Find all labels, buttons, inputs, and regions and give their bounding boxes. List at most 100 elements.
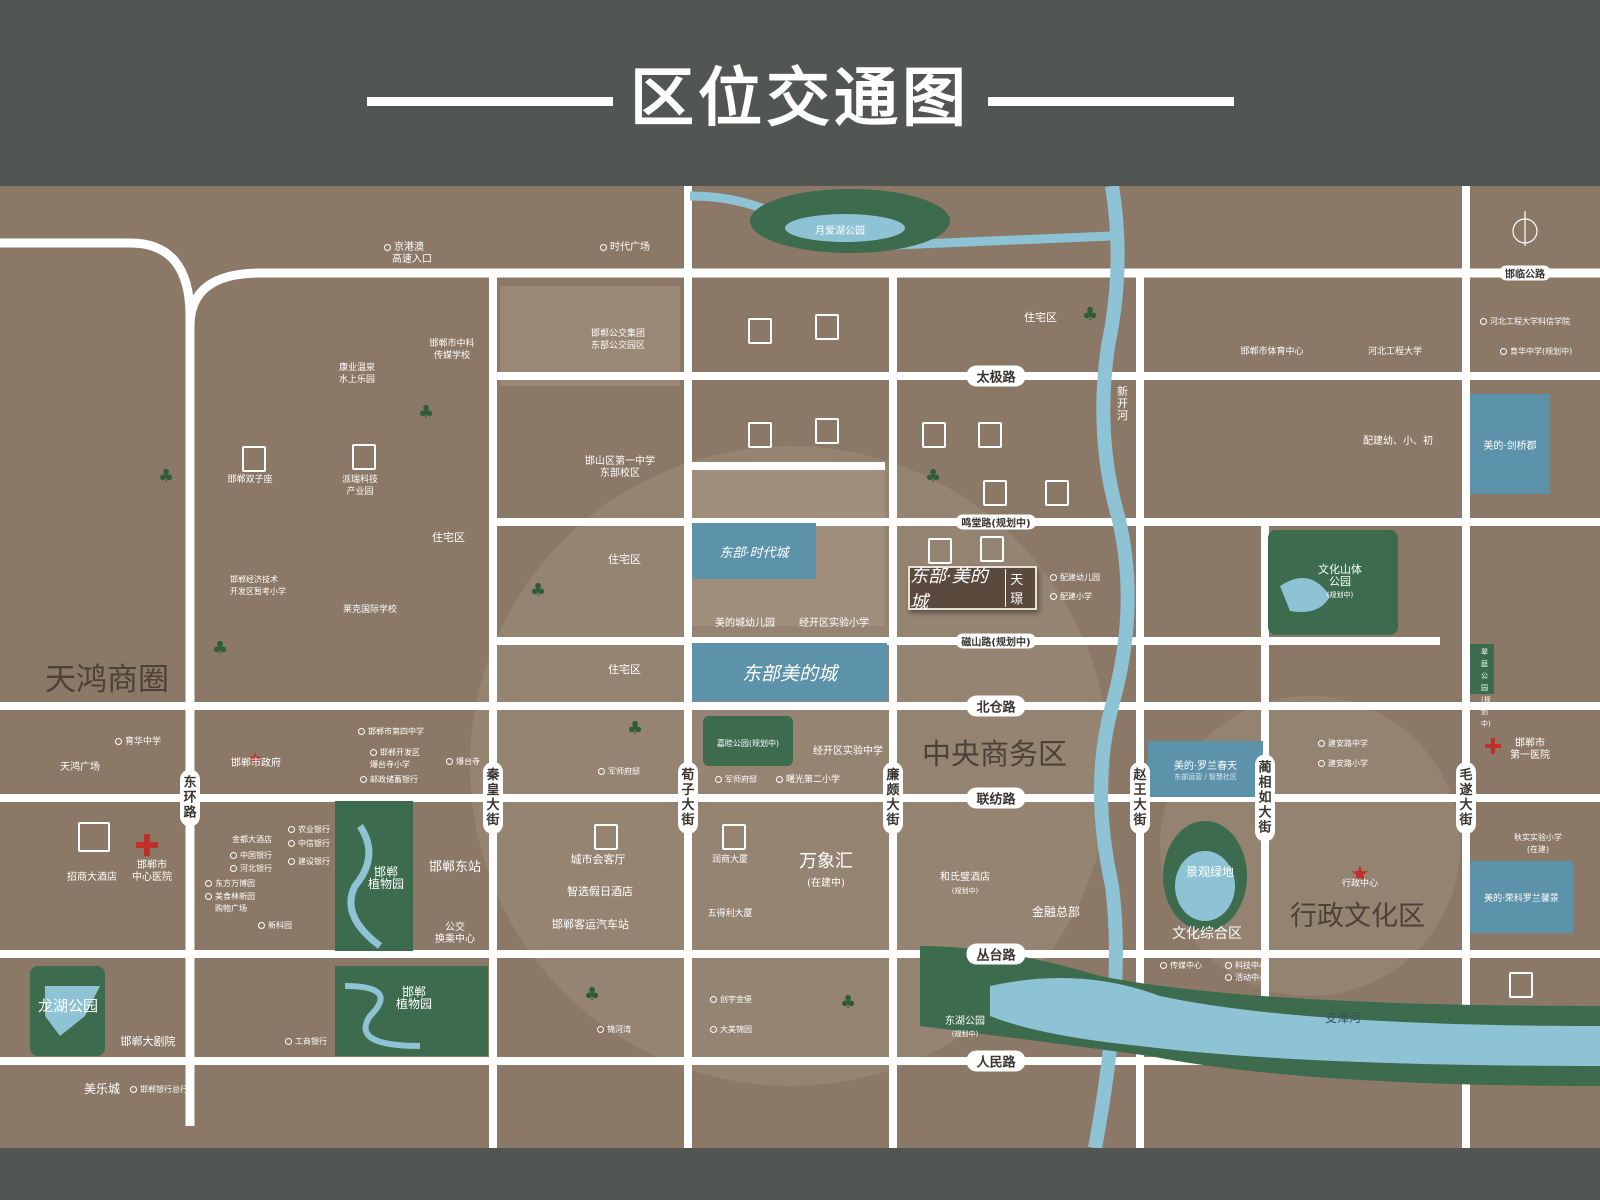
tree-icon: ♣ [1082,304,1099,325]
location-map[interactable]: ★ ★ 天鸿商圈 中央商务区 行政文化区 文化综合区 东部·时代城 东部美的城 … [0,186,1600,1148]
road-lianpo: 廉颇大街 [883,762,903,834]
shidai-box[interactable]: 东部·时代城 [692,523,816,579]
poi-first-hosp: 邯郸市第一医院 [1510,738,1550,761]
building-icon [922,422,946,448]
rongke-box[interactable]: 美的·荣科罗兰馨景 [1470,861,1573,933]
poi-kaifa-zone: 邯郸开发区爆台寺小学 [370,748,420,769]
midea-city-box[interactable]: 东部美的城 [692,643,887,701]
poi-junshi: 军师府邸 [598,766,640,778]
district-admin: 行政文化区 [1290,901,1425,932]
poi-yuecai-park: 月爱湖公园 [815,226,865,237]
building-icon [748,422,772,448]
road-donghuan: 东环路 [180,769,200,827]
tianjing-project-badge[interactable]: 东部·美的城 天璟 [908,566,1037,613]
poi-media-center: 传媒中心 [1160,960,1202,972]
luolan-box[interactable]: 美的·罗兰春天 东部运营 / 智慧社区 [1148,741,1263,797]
zhizhang-river [990,978,1600,1066]
poi-baotai: 爆台寺 [446,756,480,768]
tree-icon: ♣ [158,466,175,487]
tree-icon: ♣ [530,580,547,601]
building-icon [1045,480,1069,506]
poi-zhuzhai-2: 住宅区 [1024,311,1057,324]
poi-yuhua-ms: 育华中学 [115,736,161,748]
poi-gov: 邯郸市政府 [231,758,281,769]
poi-meishi: 美食林新园购物广场 [205,891,255,915]
poi-postal: 邮政储蓄银行 [360,774,418,786]
poi-jiananlu-ps: 建安路小学 [1318,758,1368,770]
road-qinhuang: 秦皇大街 [483,762,503,834]
footer [0,1148,1600,1200]
poi-gym: 邯郸市体育中心 [1240,347,1304,357]
tree-icon: ♣ [627,718,644,739]
poi-hd-bank: 邯郸银行总行 [130,1084,188,1096]
poi-botanic-1: 邯郸植物园 [367,865,405,891]
poi-jiananlu-ms: 建安路中学 [1318,738,1368,750]
poi-peijian-all: 配建幼、小、初 [1363,436,1433,447]
hanting-park-area [1470,644,1494,694]
building-icon [352,444,376,470]
poi-heshi-sub: (规划中) [951,887,979,895]
poi-agri-bank: 农业银行 [288,824,330,836]
road-taiji: 太极路 [966,365,1026,387]
poi-finance: 金融总部 [1031,905,1081,919]
poi-hebei-bank: 河北银行 [230,863,272,875]
tianjing-name: 东部·美的城 [910,566,988,613]
building-icon [928,538,952,564]
building-icon [78,822,110,852]
road-congtai: 丛台路 [966,943,1026,965]
district-culture: 文化综合区 [1172,926,1242,942]
poi-gangao: 京港澳高速入口 [384,242,432,266]
poi-center-hosp: 邯郸市中心医院 [132,860,172,883]
road-zhaowang: 赵王大街 [1130,762,1150,834]
title-rule-right [988,97,1234,106]
poi-bus-station: 邯郸客运汽车站 [552,918,629,931]
poi-icbc: 工商银行 [285,1036,327,1048]
poi-wuli: 五得利大厦 [707,909,753,919]
poi-bus-group: 邯郸公交集团东部公交园区 [590,329,646,351]
poi-zhuzhai-4: 住宅区 [608,663,641,676]
poi-runshang: 润商大厦 [711,855,749,865]
poi-xiaoguang: 曙光第二小学 [776,774,840,786]
poi-longhu: 龙湖公园 [37,997,99,1015]
title-rule-left [367,97,613,106]
road-lianfang: 联纺路 [966,787,1026,809]
poi-jiawu-park: 嘉睦公园(规划中) [716,739,780,748]
poi-jindu: 金都大酒店 [232,835,272,844]
tianjing-tag: 天璟 [1005,569,1035,607]
river-xinkai: 新开河 [1117,385,1128,422]
poi-qiushi: 秋实实验小学(在建) [1514,833,1562,854]
building-icon [1509,972,1533,998]
jianqiao-box[interactable]: 美的·剑桥郡 [1470,394,1550,494]
poi-ccb-bank: 建设银行 [288,856,330,868]
luolan-subtitle: 东部运营 / 智慧社区 [1174,772,1237,781]
building-icon [722,824,746,850]
poi-east-wanbo: 东方万博园 [205,878,255,890]
poi-media-school: 邯郸市中科传媒学校 [429,339,475,361]
tree-icon: ♣ [925,466,942,487]
road-beicang: 北仓路 [966,695,1026,717]
poi-exp-school: 邯郸经济技术开发区暂考小学 [230,575,286,596]
poi-kaifa-school: 经开区实验小学 [799,618,869,629]
poi-zhaoshang: 招商大酒店 [67,872,117,883]
page-title: 区位交通图 [630,62,970,136]
building-icon [748,318,772,344]
poi-east-station: 邯郸东站 [428,860,482,875]
star-icon: ★ [1350,862,1370,887]
poi-kangye: 康业温泉水上乐园 [338,363,376,385]
poi-tech: 派瑞科技产业园 [341,475,379,497]
poi-theater: 邯郸大剧院 [120,1035,176,1048]
star-icon: ★ [248,749,262,768]
building-icon [983,480,1007,506]
yuecai-lake [785,214,905,242]
road-handan-gonglu: 邯临公路 [1499,265,1551,281]
poi-city-hall: 城市会客厅 [570,853,626,866]
road-mingtang: 鸣堂路(规划中) [955,514,1037,530]
road-xunzi: 荀子大街 [678,762,698,834]
building-icon [242,446,266,472]
block [500,286,680,386]
road-gangao [185,268,1600,327]
header: 区位交通图 [0,0,1600,186]
building-icon [594,824,618,850]
building-icon [815,314,839,340]
tree-icon: ♣ [584,984,601,1005]
